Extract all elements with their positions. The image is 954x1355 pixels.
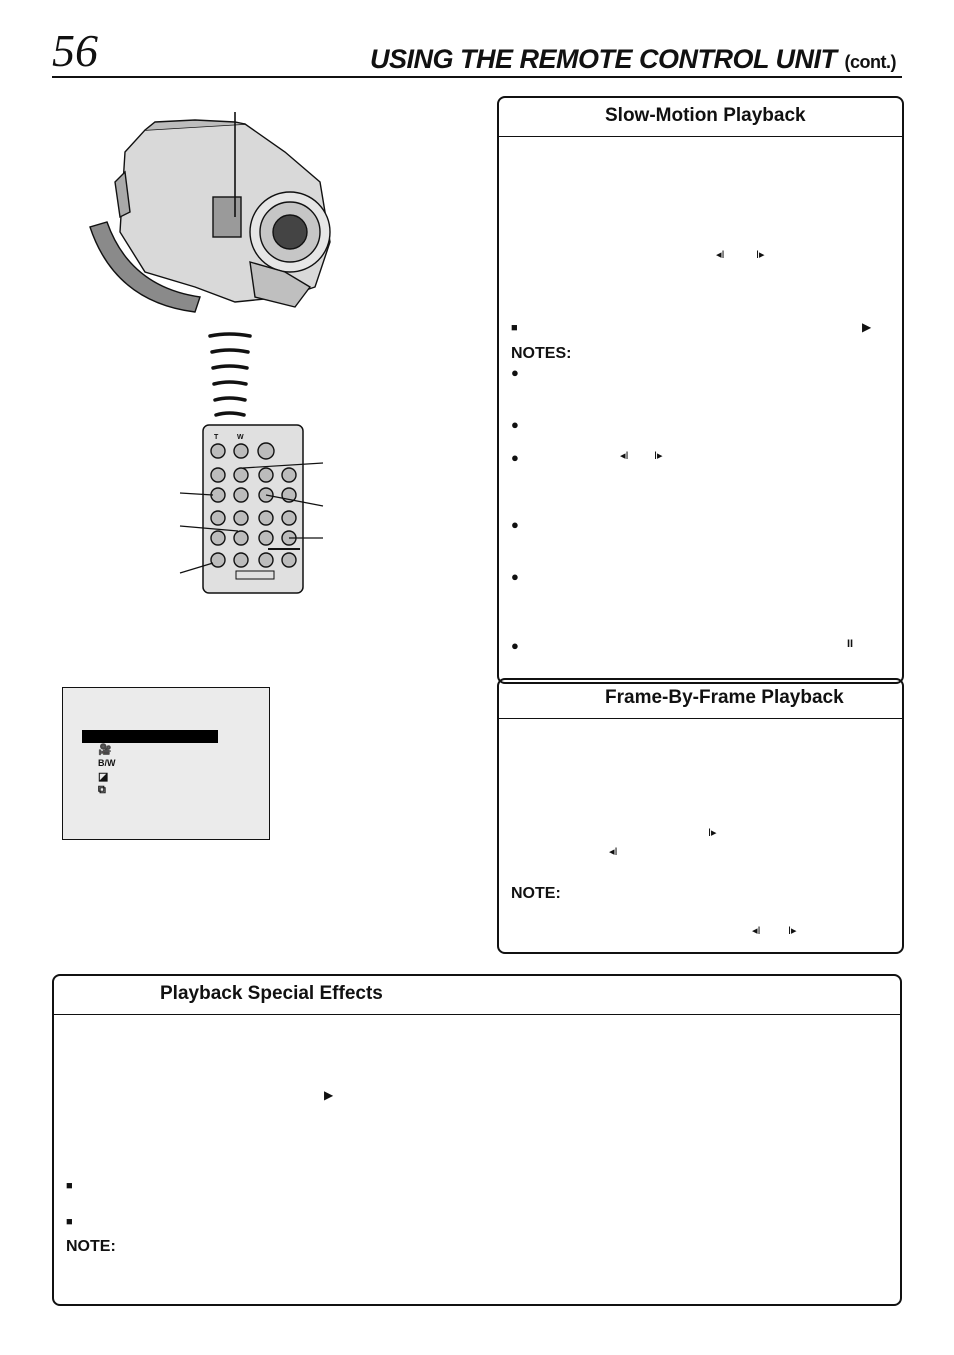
note-rewind-glyph: ◂I — [620, 450, 629, 462]
frame-forward-glyph: I▸ — [708, 827, 717, 839]
note-bullet-4: ● — [511, 517, 519, 532]
effects-bullet-2: ■ — [66, 1216, 73, 1228]
pause-glyph: II — [847, 638, 854, 650]
frame-back-glyph: ◂I — [609, 846, 618, 858]
frame-note-label: NOTE: — [511, 885, 561, 902]
slow-motion-section: Slow-Motion Playback ◂I I▸ ■ ▶ NOTES: ● … — [497, 96, 904, 684]
slow-forward-glyph: I▸ — [756, 249, 765, 261]
playback-special-effects-section: Playback Special Effects ▶ ■ ■ NOTE: — [52, 974, 902, 1306]
slow-motion-header: Slow-Motion Playback — [499, 98, 902, 137]
special-effects-header: Playback Special Effects — [54, 976, 900, 1015]
play-glyph: ▶ — [862, 320, 872, 334]
frame-by-frame-heading: Frame-By-Frame Playback — [605, 687, 844, 708]
note-bullet-6: ● — [511, 638, 519, 653]
effects-note-label: NOTE: — [66, 1238, 116, 1255]
frame-note-rewind-glyph: ◂I — [752, 925, 761, 937]
playback-effect-menu-screen: 🎥 B/W ◪ ⧉ — [62, 687, 270, 840]
stop-bullet: ■ — [511, 322, 518, 334]
note-bullet-5: ● — [511, 569, 519, 584]
frame-by-frame-section: Frame-By-Frame Playback I▸ ◂I NOTE: ◂I I… — [497, 678, 904, 954]
page-number: 56 — [52, 25, 98, 76]
frame-note-forward-glyph: I▸ — [788, 925, 797, 937]
frame-by-frame-header: Frame-By-Frame Playback — [499, 680, 902, 719]
note-bullet-3: ● — [511, 450, 519, 465]
note-bullet-1: ● — [511, 365, 519, 380]
slow-motion-heading: Slow-Motion Playback — [605, 105, 806, 126]
remote-control: T W — [178, 423, 328, 595]
infrared-signal-waves — [208, 332, 252, 417]
effects-bullet-1: ■ — [66, 1180, 73, 1192]
special-effects-heading: Playback Special Effects — [160, 983, 383, 1004]
title-text: USING THE REMOTE CONTROL UNIT — [370, 44, 837, 74]
note-bullet-2: ● — [511, 417, 519, 432]
monotone-icon: B/W — [98, 758, 116, 768]
effects-play-glyph: ▶ — [324, 1088, 334, 1102]
camcorder-illustration — [89, 112, 331, 313]
slow-rewind-glyph: ◂I — [716, 249, 725, 261]
menu-highlight-bar — [82, 730, 218, 743]
title-suffix: (cont.) — [844, 52, 897, 72]
header-rule — [52, 76, 902, 78]
page-title: USING THE REMOTE CONTROL UNIT (cont.) — [370, 44, 897, 75]
remote-control-body — [179, 424, 324, 594]
sepia-icon: ◪ — [98, 771, 109, 783]
slow-motion-notes-label: NOTES: — [511, 345, 572, 362]
strobe-icon: ⧉ — [98, 784, 106, 796]
note-forward-glyph: I▸ — [654, 450, 663, 462]
classic-film-icon: 🎥 — [98, 744, 112, 756]
remote-label-w: W — [237, 434, 244, 441]
remote-label-t: T — [214, 434, 219, 441]
